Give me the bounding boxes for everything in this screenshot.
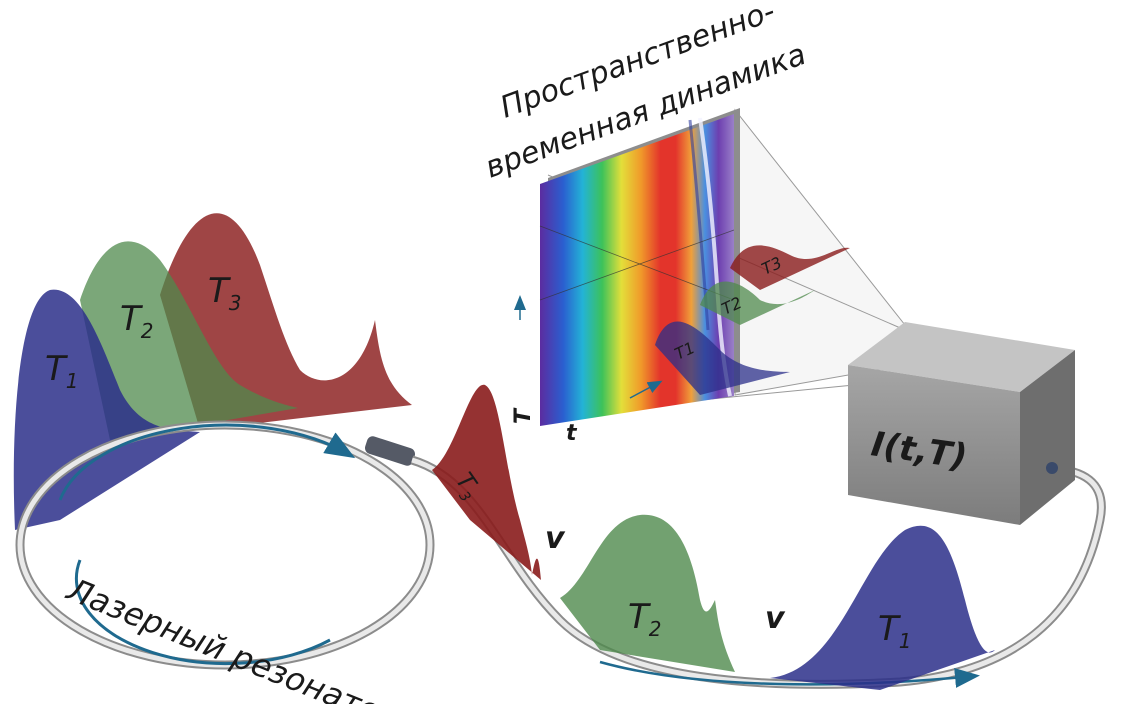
comparison-sign-2: v (765, 601, 786, 636)
circulation-arrow-outer (58, 423, 356, 501)
axis-T-label: T (511, 407, 536, 424)
comparison-sign-1: v (545, 521, 566, 556)
detector-box: I(t,T) (848, 322, 1075, 525)
axis-t-label: t (566, 421, 578, 446)
circulation-arrow-inner (74, 559, 331, 666)
panel-axes: T t (511, 295, 663, 446)
output-pulses: T3 T2 T1 v v (432, 384, 995, 690)
frustum-pulses: T1 T2 T3 (655, 245, 850, 395)
large-T3-label: T3 (208, 271, 242, 315)
pulse-T2-large (80, 241, 298, 440)
resonator-pulses: T1 T2 T3 (13, 213, 412, 530)
detector-port (1046, 462, 1058, 474)
output-coupler (365, 436, 415, 466)
pulse-T1-output (770, 525, 995, 690)
propagation-arrow (599, 660, 980, 688)
large-T1-label: T1 (45, 349, 79, 393)
large-T2-label: T2 (120, 299, 154, 343)
laser-resonator-ring (15, 420, 435, 670)
output-T1-label: T1 (878, 609, 912, 653)
pulse-T2-output (560, 514, 735, 672)
pulse-T3-output (432, 384, 541, 580)
output-T2-label: T2 (628, 597, 662, 641)
